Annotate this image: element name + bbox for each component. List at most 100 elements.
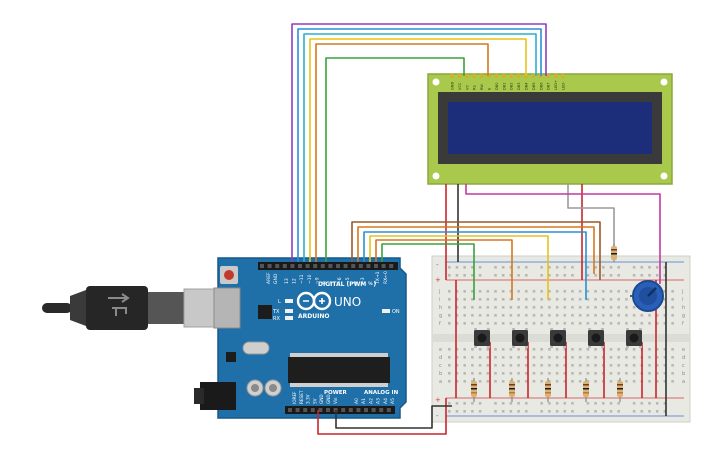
arduino-uno-board: L TX RX ON UNO ARDUINO DIGITAL (PWM ~) P… [194,257,407,419]
row-letter: a [682,379,685,385]
push-button[interactable] [512,328,528,348]
header-hole [303,408,308,412]
digital-pin-label: TX→1 [375,271,381,285]
power-pin-label: GND [319,394,324,404]
resistor [545,378,551,402]
analog-label: ANALOG IN [364,390,399,396]
wire-orange [315,43,489,262]
power-analog-header [285,406,395,414]
resistor [617,378,623,402]
digital-pin-label: 13 [284,278,290,284]
button-resistors [471,378,623,402]
header-hole [328,264,333,268]
header-hole [320,264,325,268]
row-letter: d [439,355,442,361]
wire-green [325,57,465,262]
row-letter: c [682,363,685,369]
push-button[interactable] [550,328,566,348]
row-letter: h [682,305,685,311]
arduino-logo [296,291,332,311]
wire-orange2-board [375,239,513,300]
wires [291,23,667,435]
digital-pin-label: 8 [322,281,328,284]
led-l-label: L [278,299,281,305]
push-button[interactable] [626,328,642,348]
lcd-pin-label: DB0 [495,82,499,90]
lcd-pin-label: RS [473,85,477,90]
lcd-pin-label: DB2 [510,82,514,90]
power-label: POWER [324,390,348,396]
digital-pin-label: 12 [292,278,298,284]
header-hole [356,408,361,412]
header-hole [374,264,378,268]
row-letter: b [439,371,442,377]
header-hole [379,408,384,412]
header-hole [371,408,376,412]
analog-pin-label: A3 [376,398,382,404]
push-buttons [474,328,642,348]
rail-minus-top: - [436,261,439,269]
header-hole [267,264,272,268]
row-letter: e [682,347,685,353]
lcd-pin [561,74,565,78]
push-button[interactable] [588,328,604,348]
lcd-pin-label: V0 [465,85,469,90]
header-hole [310,408,315,412]
rail-plus-top: + [435,276,441,284]
power-pin-label: GND [326,394,331,404]
header-hole [313,264,318,268]
led-l [285,299,293,303]
lcd-pin [480,74,484,78]
potentiometer[interactable] [632,280,664,312]
board-brand: ARDUINO [298,313,329,320]
lcd-pin [465,74,469,78]
lcd-pin-label: RW [480,84,484,90]
row-letter: g [439,313,442,319]
row-letter: j [438,289,440,295]
board-model: UNO [334,295,361,309]
lcd-pin-label: DB7 [547,82,551,90]
row-letter: i [439,297,440,303]
header-hole [295,408,300,412]
digital-pin-label: ~10 [307,274,313,284]
header-hole [260,264,264,268]
row-letter: c [439,363,442,369]
wire-blue-board [363,231,587,300]
push-button[interactable] [474,328,490,348]
lcd-pin-label: DB1 [502,82,506,90]
lcd-pin [494,74,498,78]
wire-black-power [335,405,452,429]
pin-label-aref: AREF [266,272,272,284]
digital-pin-label: ~5 [345,277,351,284]
header-hole [288,408,292,412]
lcd-pin-label: GND [451,82,455,90]
lcd-screen [448,102,652,154]
header-hole [348,408,353,412]
wire-blue [297,28,542,262]
row-letter: b [682,371,685,377]
digital-pin-label: RX←0 [383,271,389,284]
digital-header [258,262,398,270]
lcd-pin [531,74,535,78]
row-letter: d [682,355,685,361]
rail-plus-bottom: + [435,396,441,404]
analog-pin-label: A5 [390,398,396,404]
lcd-pin-label: E [488,87,492,90]
wire-red-power [317,398,447,435]
usb-controller-chip [258,305,272,319]
led-on-label: ON [392,309,400,315]
row-letter: j [681,289,683,295]
analog-pin-label: A0 [354,398,360,404]
resistor [583,378,589,402]
led-rx [285,316,293,320]
digital-pin-label: 4 [352,281,358,284]
row-letter: f [682,321,684,327]
header-hole [351,264,356,268]
lcd-pin [457,74,461,78]
wire-yellow-board [369,235,549,300]
lcd-pin-label: VCC [458,82,462,90]
header-hole [358,264,363,268]
digital-pin-label: 2 [368,281,374,284]
